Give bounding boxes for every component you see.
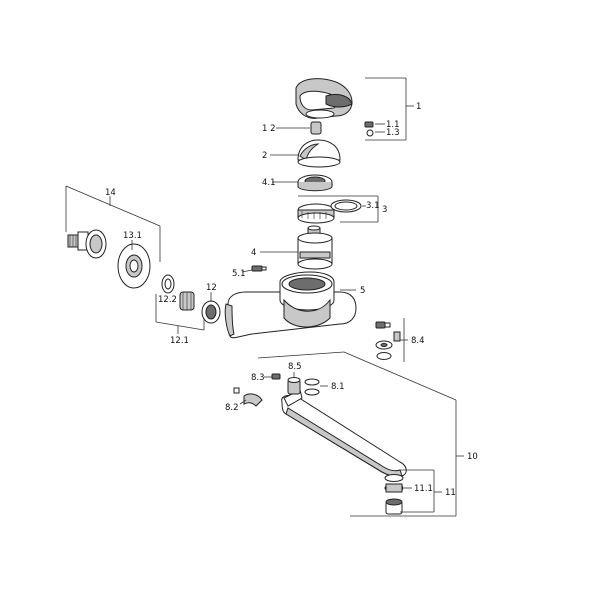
o-rings-81 xyxy=(304,378,328,396)
bracket-3 xyxy=(298,195,379,223)
threaded-ring-3 xyxy=(297,203,335,224)
label-12-1: 12.1 xyxy=(170,336,189,346)
small-cap-12 xyxy=(276,121,322,135)
label-8-5: 8.5 xyxy=(288,362,302,372)
cartridge-4 xyxy=(260,225,333,270)
label-8-4: 8.4 xyxy=(411,336,425,346)
spout-stem-85 xyxy=(287,372,301,395)
label-11: 11 xyxy=(445,488,456,498)
label-1-1: 1.1 xyxy=(386,120,400,130)
dome-cover xyxy=(270,139,341,168)
label-11-1: 11.1 xyxy=(414,484,433,494)
label-1: 1 xyxy=(416,102,421,112)
label-5: 5 xyxy=(360,286,365,296)
screw-83 xyxy=(264,373,281,380)
eccentric-connector xyxy=(179,291,195,311)
label-1-3: 1.3 xyxy=(386,128,400,138)
label-8-1: 8.1 xyxy=(331,382,345,392)
ring-nut-41 xyxy=(272,174,333,192)
rosette-131 xyxy=(117,240,151,289)
label-10: 10 xyxy=(467,452,478,462)
aerator-11 xyxy=(384,474,412,515)
label-14: 14 xyxy=(105,188,116,198)
label-3-1: 3.1 xyxy=(366,201,380,211)
label-12-2: 12.2 xyxy=(158,295,177,305)
bracket-1 xyxy=(365,77,414,141)
mixer-body-5 xyxy=(224,271,357,339)
label-12: 12 xyxy=(206,283,217,293)
valve-insert-14 xyxy=(67,229,107,259)
spout-10 xyxy=(281,389,407,478)
handle-screw xyxy=(364,121,374,137)
screw-51 xyxy=(241,265,267,273)
flat-gasket-31 xyxy=(330,199,362,213)
label-4: 4 xyxy=(251,248,256,258)
label-5-1: 5.1 xyxy=(232,269,246,279)
bracket-10 xyxy=(257,351,464,517)
bracket-12 xyxy=(155,294,205,334)
bracket-14 xyxy=(65,185,161,262)
label-8-2: 8.2 xyxy=(225,403,239,413)
label-2: 2 xyxy=(262,151,267,161)
label-13-1: 13.1 xyxy=(123,231,142,241)
bracket-11 xyxy=(400,469,442,513)
parts-84 xyxy=(375,321,408,360)
lever-handle xyxy=(295,78,353,119)
washer-122 xyxy=(161,274,175,294)
label-1-2: 1 2 xyxy=(262,124,276,134)
clip-82 xyxy=(233,387,263,407)
label-8-3: 8.3 xyxy=(251,373,265,383)
label-4-1: 4.1 xyxy=(262,178,276,188)
label-3: 3 xyxy=(382,205,387,215)
nut-12 xyxy=(201,292,221,324)
